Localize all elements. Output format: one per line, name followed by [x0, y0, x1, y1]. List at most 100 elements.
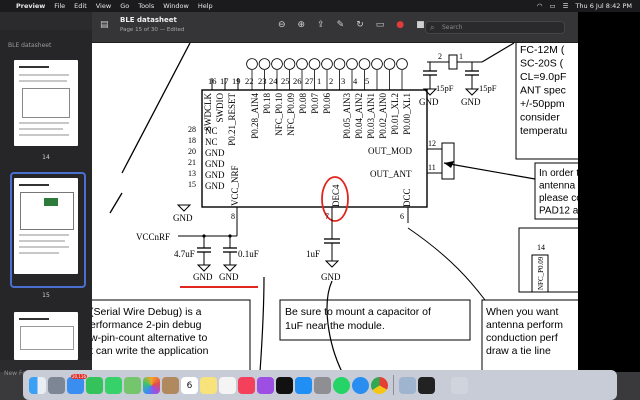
- pin-pad: [321, 58, 333, 70]
- page-thumbnail-selected[interactable]: [14, 178, 78, 274]
- top-pin-number: 17: [220, 76, 229, 86]
- appstore-icon[interactable]: [295, 376, 312, 394]
- swd-note-line: w-pin-count alternative to: [92, 332, 207, 344]
- dcc-label: DCC: [402, 188, 412, 207]
- top-pin-number: 25: [281, 76, 290, 86]
- left-pin-label: GND: [205, 170, 225, 180]
- wifi-icon[interactable]: ◠: [536, 2, 543, 10]
- page-thumbnail[interactable]: [14, 312, 78, 360]
- search-field[interactable]: ⌕ Search: [425, 21, 565, 34]
- notes-icon[interactable]: [200, 376, 217, 394]
- spec-text-line: temperatu: [520, 125, 567, 137]
- photos-icon[interactable]: [143, 376, 160, 394]
- reminders-icon[interactable]: [219, 376, 236, 394]
- left-pin-number: 15: [188, 180, 196, 189]
- clock[interactable]: Thu 6 Jul 8:42 PM: [575, 2, 632, 10]
- cap-note-line: Be sure to mount a capacitor of: [285, 306, 431, 318]
- menu-go[interactable]: Go: [120, 2, 130, 10]
- spec-text-line: SC-20S (: [520, 58, 564, 70]
- dock: 20,116 6: [23, 370, 617, 400]
- calendar-icon[interactable]: 6: [181, 376, 198, 394]
- top-pin-number: 22: [245, 76, 254, 86]
- launchpad-icon[interactable]: [48, 376, 65, 394]
- zoom-in-icon[interactable]: ⊕: [297, 20, 306, 30]
- sidebar-toggle-icon[interactable]: ▤: [100, 20, 109, 30]
- settings-icon[interactable]: [314, 376, 331, 394]
- top-pin-number: 27: [305, 76, 314, 86]
- contacts-icon[interactable]: [162, 376, 179, 394]
- search-placeholder: Search: [442, 24, 463, 31]
- top-pin-number: 16: [208, 76, 217, 86]
- spec-text-line: FC-12M (: [520, 44, 565, 56]
- podcasts-icon[interactable]: [257, 376, 274, 394]
- mail-badge: 20,116: [71, 373, 87, 379]
- new-folder-button[interactable]: New Folder: [4, 370, 38, 377]
- cap-0-1uf-label: 0.1uF: [238, 249, 259, 259]
- perf-note-line: When you want: [486, 306, 558, 318]
- gnd-label: GND: [321, 272, 341, 282]
- cap-note-line: 1uF near the module.: [285, 320, 385, 332]
- appletv-icon[interactable]: [276, 376, 293, 394]
- zoom-out-icon[interactable]: ⊖: [278, 20, 286, 30]
- antenna-note-line: In order to: [539, 168, 578, 179]
- fill-color-icon[interactable]: ■: [416, 20, 425, 30]
- messages-icon[interactable]: [105, 376, 122, 394]
- top-pin-number: 26: [293, 76, 302, 86]
- preview-icon[interactable]: [399, 376, 416, 394]
- mail-icon[interactable]: 20,116: [67, 373, 87, 394]
- share-icon[interactable]: ⇪: [317, 20, 325, 30]
- menu-view[interactable]: View: [95, 2, 112, 10]
- pin-name-label: P0.04_AIN2: [354, 93, 364, 139]
- battery-icon[interactable]: ▭: [549, 2, 556, 10]
- menu-edit[interactable]: Edit: [74, 2, 87, 10]
- menu-tools[interactable]: Tools: [138, 2, 155, 10]
- calendar-day: 6: [186, 380, 193, 391]
- facetime-icon[interactable]: [86, 376, 103, 394]
- gnd-label: GND: [419, 97, 439, 107]
- pin-pad: [308, 58, 321, 70]
- rotate-icon[interactable]: ↻: [356, 20, 364, 30]
- trash-icon[interactable]: [451, 376, 468, 394]
- selected-page-highlight: [10, 172, 86, 288]
- control-center-icon[interactable]: ☰: [562, 2, 569, 10]
- left-pin-number: 13: [188, 169, 196, 178]
- gnd-label: GND: [461, 97, 481, 107]
- antenna-note-line: PAD12 as s: [539, 206, 578, 217]
- pin-8: 8: [231, 212, 235, 221]
- document-title[interactable]: BLE datasheet: [120, 16, 177, 24]
- finder-icon[interactable]: [29, 376, 46, 394]
- whatsapp-icon[interactable]: [333, 376, 350, 394]
- sidebar-title: BLE datasheet: [8, 42, 52, 49]
- left-pin-number: 28: [188, 125, 196, 134]
- pin-name-label: P0.28_AIN4: [250, 93, 260, 139]
- shape-color-icon[interactable]: ●: [396, 20, 405, 30]
- chrome-icon[interactable]: [371, 376, 388, 394]
- perf-note-line: draw a tie line: [486, 345, 551, 357]
- terminal-icon[interactable]: [418, 376, 435, 394]
- left-pin-label: NC: [205, 137, 218, 147]
- cap-1uf-label: 1uF: [306, 249, 320, 259]
- menu-app-name[interactable]: Preview: [16, 2, 46, 10]
- pin-pad: [246, 58, 258, 70]
- menu-window[interactable]: Window: [163, 2, 189, 10]
- top-pin-number: 19: [232, 76, 241, 86]
- pin-pad: [358, 58, 371, 70]
- document-subtitle: Page 15 of 30 — Edited: [120, 27, 185, 33]
- highlight-icon[interactable]: ▭: [375, 20, 385, 30]
- markup-pen-icon[interactable]: ✎: [336, 20, 345, 30]
- menu-help[interactable]: Help: [197, 2, 213, 10]
- music-icon[interactable]: [238, 376, 255, 394]
- top-pin-number: 3: [341, 76, 345, 86]
- pin-name-label: P0.18: [262, 93, 272, 114]
- pin-name-label: NFC_P0.09: [286, 93, 296, 136]
- maps-icon[interactable]: [124, 376, 141, 394]
- menu-file[interactable]: File: [54, 2, 66, 10]
- menu-bar: Preview File Edit View Go Tools Window H…: [0, 0, 640, 12]
- top-pin-number: 1: [317, 76, 321, 86]
- window-toolbar: ▤ BLE datasheet Page 15 of 30 — Edited ⊖…: [92, 12, 578, 43]
- page-thumbnail[interactable]: [14, 60, 78, 146]
- safari-icon[interactable]: [352, 376, 369, 394]
- pin-name-label: P0.05_AIN3: [342, 93, 352, 139]
